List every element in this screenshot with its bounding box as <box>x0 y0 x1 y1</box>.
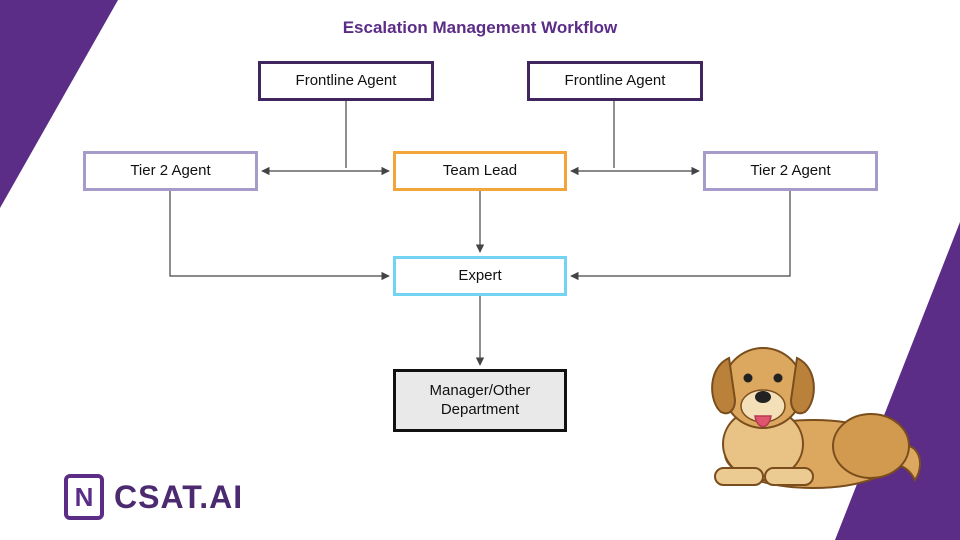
logo-text: CSAT.AI <box>114 478 244 515</box>
node-tier2-agent-right: Tier 2 Agent <box>703 151 878 191</box>
dog-paw-right <box>764 467 814 486</box>
node-label: Tier 2 Agent <box>130 161 211 179</box>
node-frontline-agent-right: Frontline Agent <box>527 61 703 101</box>
node-frontline-agent-left: Frontline Agent <box>258 61 434 101</box>
dog-nose <box>755 391 771 403</box>
node-tier2-agent-left: Tier 2 Agent <box>83 151 258 191</box>
csat-ai-logo: N CSAT.AI <box>64 474 243 520</box>
node-label: Frontline Agent <box>295 71 397 89</box>
node-label: Manager/Other Department <box>429 381 531 418</box>
arrow-tier2right-to-expert <box>570 191 791 281</box>
dog-tongue <box>754 415 772 428</box>
logo-glyph: N <box>74 481 94 512</box>
node-team-lead: Team Lead <box>393 151 567 191</box>
csat-ai-logo-mark-icon: N <box>64 474 104 520</box>
dog-eye-right <box>773 373 783 383</box>
node-label: Tier 2 Agent <box>750 161 831 179</box>
arrow-tier2left-to-expert <box>169 191 390 281</box>
dog-eye-left <box>743 373 753 383</box>
node-label: Expert <box>458 266 502 284</box>
dog-paw-left <box>714 467 764 486</box>
golden-retriever-illustration <box>711 347 921 489</box>
node-label: Team Lead <box>442 161 518 179</box>
node-expert: Expert <box>393 256 567 296</box>
dog-haunch <box>832 413 910 479</box>
node-label: Frontline Agent <box>564 71 666 89</box>
dog-ear-left <box>711 356 737 415</box>
dog-ear-right <box>789 356 815 415</box>
node-manager-other-department: Manager/Other Department <box>393 369 567 432</box>
page-title: Escalation Management Workflow <box>342 18 618 37</box>
